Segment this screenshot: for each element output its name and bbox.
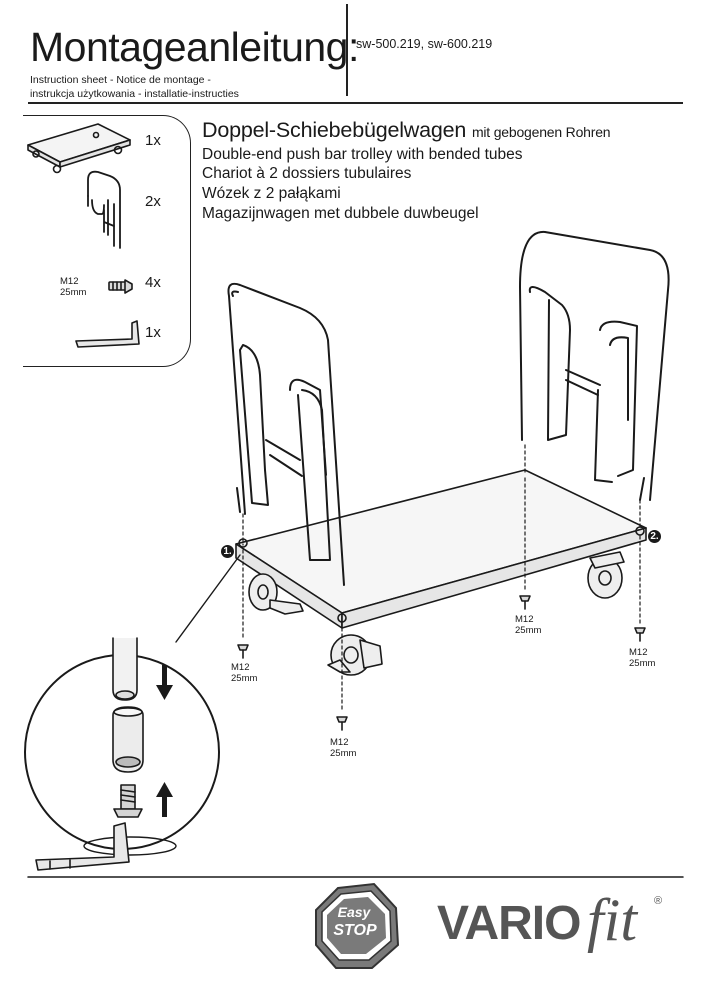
bolt-label-front-left: M12 25mm [231, 662, 257, 684]
hex-key-part-icon [75, 320, 140, 348]
bolt-label-length: 25mm [231, 673, 258, 684]
hex-key-qty: 1x [145, 324, 161, 341]
caster-wheels [248, 551, 625, 676]
step-marker-1: 1. [221, 545, 234, 558]
bolt-label-thread: M12 [629, 647, 648, 658]
product-name-de-main: Doppel-Schiebebügelwagen [202, 118, 467, 142]
parts-list-box [23, 115, 191, 367]
detail-tube [112, 637, 138, 701]
header-rule [28, 102, 683, 104]
bolt-spec: M12 25mm [60, 276, 86, 298]
bolt-label-front-right: M12 25mm [330, 737, 356, 759]
product-name-fr: Chariot à 2 dossiers tubulaires [202, 165, 412, 182]
bolt-label-thread: M12 [515, 614, 534, 625]
brand-logo-vario: VARIO [437, 897, 581, 950]
page-title: Montageanleitung: [30, 24, 359, 70]
bolt-label-length: 25mm [330, 748, 357, 759]
bolt-label-length: 25mm [515, 625, 542, 636]
product-name-pl: Wózek z 2 pałąkami [202, 185, 341, 202]
platform-qty: 1x [145, 132, 161, 149]
easy-stop-badge [315, 882, 400, 969]
detail-callout-line [175, 554, 241, 643]
product-name-nl: Magazijnwagen met dubbele duwbeugel [202, 205, 479, 222]
bolt-part-icon [108, 279, 133, 294]
right-push-bar [519, 230, 670, 501]
push-bar-qty: 2x [145, 193, 161, 210]
subtitle-line-1: Instruction sheet - Notice de montage - [30, 74, 211, 86]
assembly-guide-lines [242, 444, 641, 713]
bolt-spec-length: 25mm [60, 287, 87, 298]
bolt-label-back-right: M12 25mm [629, 647, 655, 669]
product-name-de: Doppel-Schiebebügelwagen mit gebogenen R… [202, 118, 611, 143]
bolt-label-thread: M12 [231, 662, 250, 673]
product-name-en: Double-end push bar trolley with bended … [202, 146, 523, 163]
brand-logo-fit: fit [587, 887, 638, 953]
badge-text-easy: Easy [337, 904, 371, 920]
detail-sleeve [112, 706, 144, 773]
bolt-qty: 4x [145, 274, 161, 291]
detail-bolt [113, 784, 143, 818]
product-name-de-suffix: mit gebogenen Rohren [471, 124, 611, 140]
bolt-label-length: 25mm [629, 658, 656, 669]
step-marker-2: 2. [648, 530, 661, 543]
header-divider [346, 4, 348, 96]
platform-part-icon [27, 123, 131, 174]
registered-mark: ® [654, 895, 663, 907]
bolt-spec-thread: M12 [60, 276, 79, 287]
subtitle-line-2: instrukcja użytkowania - installatie-ins… [30, 88, 239, 100]
trolley-platform [235, 469, 647, 629]
push-bar-part-icon [87, 170, 121, 249]
bolt-label-back-left: M12 25mm [515, 614, 541, 636]
model-numbers: sw-500.219, sw-600.219 [356, 37, 493, 51]
left-push-bar [227, 282, 345, 586]
badge-text-stop: STOP [333, 922, 377, 939]
trolley-bolts [237, 595, 646, 731]
detail-hex-key [35, 822, 177, 871]
bolt-label-thread: M12 [330, 737, 349, 748]
detail-arrows [156, 665, 173, 817]
